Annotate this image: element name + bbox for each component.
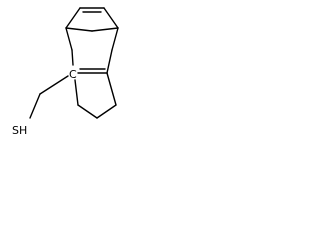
bond-c1-ch2 (39, 75, 69, 95)
thiol-label: SH (12, 124, 27, 137)
bond-ch2-s (29, 93, 41, 119)
bond-c1-c2 (65, 27, 73, 51)
bridgehead-carbon-label: C (69, 68, 77, 81)
bond-c2-bridge (65, 27, 93, 32)
bond-c1-c7 (74, 79, 79, 106)
bond-c5-c6 (111, 27, 119, 51)
bond-bridge-c5 (91, 27, 119, 32)
bond-c1-top (71, 49, 74, 66)
molecule-structure-diagram: C SH (12, 7, 119, 137)
bond-c9-c6 (106, 72, 117, 106)
bond-c2-c3 (65, 7, 81, 29)
bond-c6-top (106, 49, 113, 74)
bond-c7-c8 (77, 104, 98, 119)
bond-c4-c5 (103, 7, 119, 29)
bond-c8-c9 (96, 104, 117, 119)
